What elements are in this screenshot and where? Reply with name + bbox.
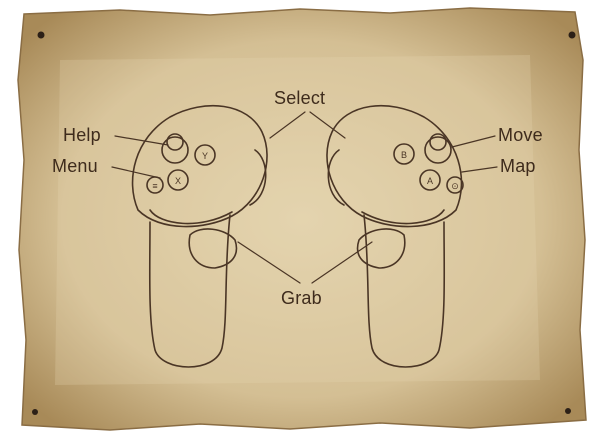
grab-label: Grab: [281, 288, 322, 309]
move-label: Move: [498, 125, 543, 146]
a-button-glyph: A: [427, 176, 433, 186]
pin-icon: [38, 32, 45, 39]
oculus-button-glyph: ⊙: [451, 181, 459, 191]
menu-label: Menu: [52, 156, 98, 177]
y-button-glyph: Y: [202, 151, 208, 161]
x-button-glyph: X: [175, 176, 181, 186]
help-label: Help: [63, 125, 101, 146]
map-label: Map: [500, 156, 536, 177]
select-label: Select: [274, 88, 325, 109]
pin-icon: [32, 409, 38, 415]
pin-icon: [569, 32, 576, 39]
menu-button-glyph: ≡: [152, 181, 157, 191]
pin-icon: [565, 408, 571, 414]
b-button-glyph: B: [401, 150, 407, 160]
